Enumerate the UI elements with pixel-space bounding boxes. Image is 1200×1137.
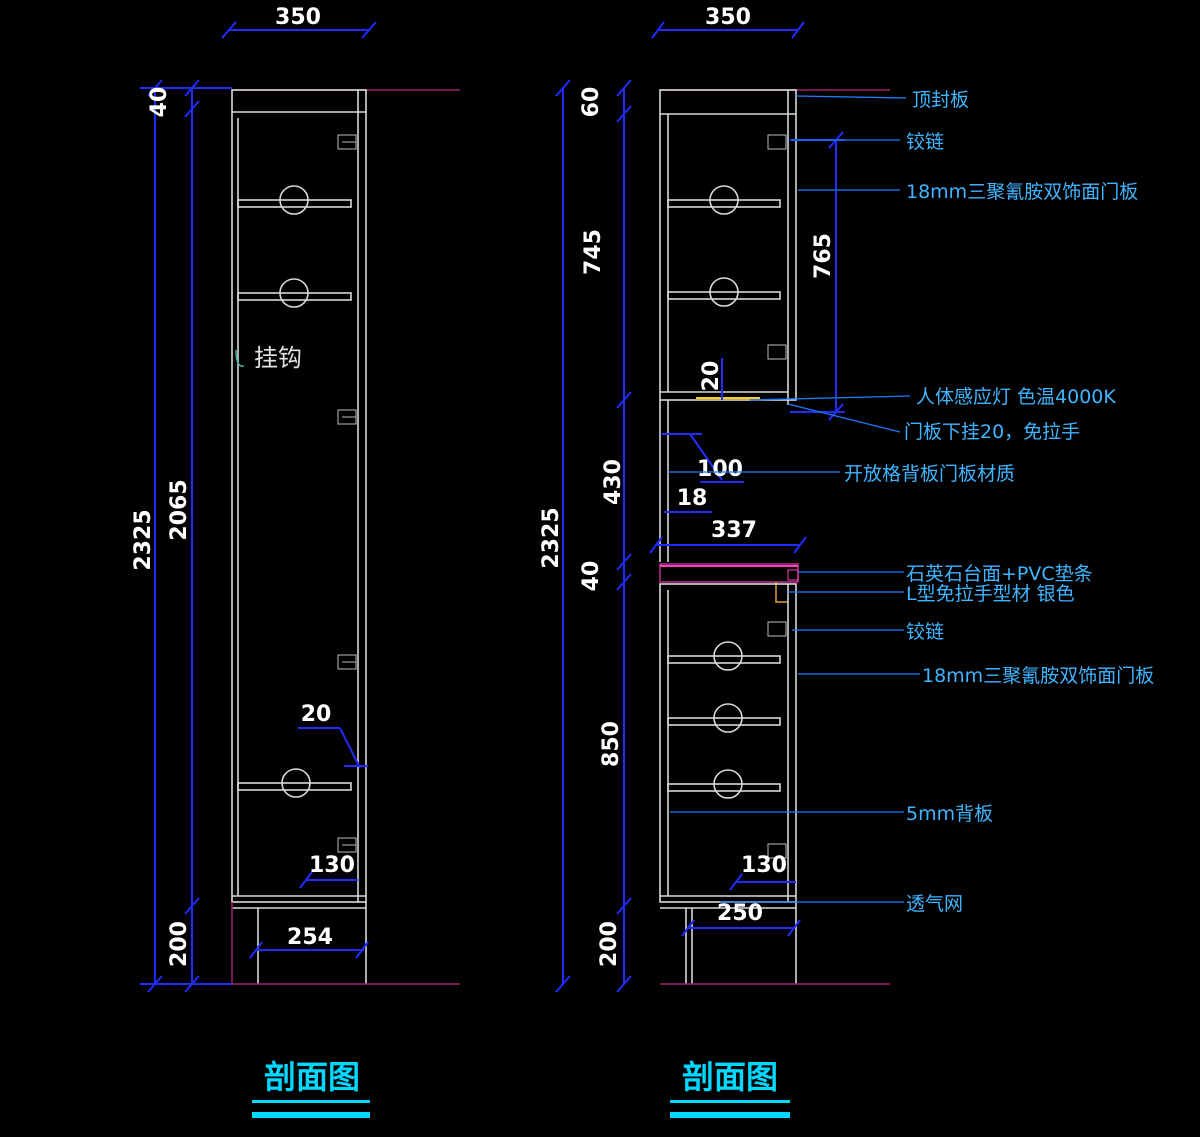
left-height-total: 2325 — [131, 509, 156, 570]
label-hinge-lower: 铰链 — [906, 621, 944, 643]
hook-icon — [235, 349, 245, 367]
label-back-panel: 5mm背板 — [906, 803, 993, 825]
label-top-panel: 顶封板 — [912, 89, 969, 111]
right-dim-250: 250 — [717, 901, 763, 926]
right-dim-430: 430 — [601, 459, 626, 505]
left-shelf — [237, 782, 352, 791]
right-dim-18: 18 — [677, 486, 708, 511]
hinge-icon — [767, 621, 787, 637]
right-dim-745: 745 — [581, 229, 606, 275]
label-countertop: 石英石台面+PVC垫条 — [906, 563, 1093, 585]
hinge-icon — [337, 409, 357, 425]
left-dim-middle: 2065 — [167, 479, 192, 540]
right-height-total: 2325 — [539, 507, 564, 568]
right-dim-850: 850 — [599, 721, 624, 767]
left-dim-top: 40 — [147, 87, 172, 118]
label-door-panel-lower: 18mm三聚氰胺双饰面门板 — [922, 665, 1154, 687]
label-sensor-light: 人体感应灯 色温4000K — [916, 386, 1116, 408]
left-cabinet-body — [231, 89, 367, 903]
left-top-width: 350 — [275, 5, 321, 30]
right-section: 350 — [539, 5, 1154, 1118]
left-dim-254: 254 — [287, 925, 333, 950]
hinge-icon — [337, 134, 357, 150]
left-dim-base: 200 — [167, 921, 192, 967]
left-dim-130: 130 — [309, 853, 355, 878]
right-dim-337: 337 — [711, 518, 757, 543]
label-hinge: 铰链 — [906, 131, 944, 153]
left-section: 350 2325 — [131, 5, 460, 1118]
left-title: 剖面图 — [264, 1058, 360, 1096]
right-upper-cabinet — [659, 89, 797, 401]
label-door-panel: 18mm三聚氰胺双饰面门板 — [906, 181, 1138, 203]
right-dim-100: 100 — [697, 457, 743, 482]
right-dim-60: 60 — [579, 87, 604, 118]
hinge-icon — [337, 654, 357, 670]
right-dim-200: 200 — [597, 921, 622, 967]
right-dim-765: 765 — [811, 233, 836, 279]
left-shelf — [237, 292, 352, 301]
label-vent: 透气网 — [906, 893, 963, 915]
right-top-width: 350 — [705, 5, 751, 30]
hinge-icon — [767, 843, 787, 859]
hook-label: 挂钩 — [254, 344, 302, 372]
label-l-handle: L型免拉手型材 银色 — [906, 583, 1075, 605]
right-dim-40: 40 — [579, 561, 604, 592]
l-handle — [775, 582, 788, 603]
left-dim-20: 20 — [301, 702, 332, 727]
label-door-hang: 门板下挂20，免拉手 — [904, 421, 1080, 443]
hinge-icon — [767, 344, 787, 360]
right-title: 剖面图 — [682, 1058, 778, 1096]
label-open-back: 开放格背板门板材质 — [844, 463, 1015, 485]
left-shelf — [237, 199, 352, 208]
right-dim-20: 20 — [699, 361, 724, 392]
right-dim-130: 130 — [741, 853, 787, 878]
hinge-icon — [337, 837, 357, 853]
hinge-icon — [767, 134, 787, 150]
